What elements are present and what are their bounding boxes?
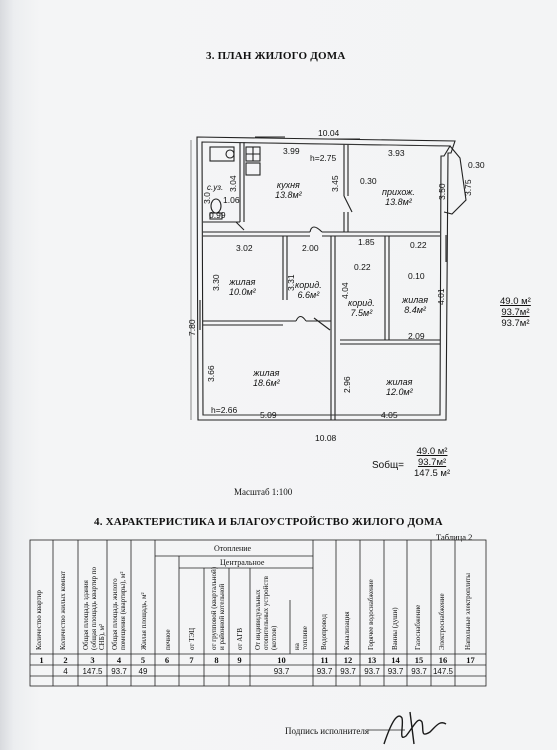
col-number: 12 (343, 655, 353, 665)
section-4-title: 4. ХАРАКТЕРИСТИКА И БЛАГОУСТРОЙСТВО ЖИЛО… (94, 516, 443, 528)
door-swing (309, 226, 323, 233)
col-number: 6 (164, 655, 170, 665)
cell-baths: 93.7 (387, 667, 404, 676)
cell-electricity: 147.5 (432, 667, 454, 676)
dim-bath-w3: 1.06 (223, 195, 240, 205)
room-living-10: жилая 10.0м² (229, 277, 256, 297)
col-number: 3 (90, 655, 95, 665)
room-name: кухня (276, 180, 300, 190)
area-building: 93.7м² (501, 318, 530, 329)
col-number: 15 (414, 655, 424, 665)
bath-wall (203, 142, 245, 223)
header-heating: Отопление (214, 544, 252, 553)
table-label: Таблица 2 (436, 532, 473, 542)
col-number: 14 (391, 655, 400, 665)
cell-hot-water: 93.7 (364, 667, 380, 676)
room-kitchen: кухня 13.8м² (275, 180, 302, 200)
col-number: 5 (140, 655, 146, 665)
total-area-total: 93.7м² (417, 457, 447, 468)
kitchen-hall-wall (343, 144, 349, 196)
room-name: жилая (402, 295, 429, 305)
total-area-living: 49.0 м² (416, 446, 448, 457)
cell-water: 93.7 (316, 667, 333, 676)
total-area-summary: 49.0 м² 93.7м² 147.5 м² (414, 446, 450, 479)
cell-individual: 93.7 (273, 667, 290, 676)
col-number: 10 (277, 655, 286, 665)
room-area: 12.0м² (386, 387, 413, 397)
room-name: жилая (229, 277, 256, 287)
room-area: 18.6м² (253, 378, 280, 388)
room-corridor-6-6: корид. 6.6м² (295, 280, 322, 300)
dim-room186-width: 5.09 (260, 410, 277, 420)
side-area-summary: 49.0 м² 93.7м² 93.7м² (500, 296, 531, 329)
room-area: 13.8м² (385, 197, 412, 207)
area-total: 93.7м² (501, 307, 530, 318)
col-number: 9 (237, 655, 242, 665)
mid-wall (203, 231, 440, 237)
area-living: 49.0 м² (500, 296, 531, 307)
room-hall: прихож. 13.8м² (382, 187, 415, 207)
dim-kitchen-width: 3.99 (283, 146, 300, 156)
room-name: жилая (253, 368, 280, 378)
dim-room10-width: 3.02 (236, 243, 253, 253)
section-3-title: 3. ПЛАН ЖИЛОГО ДОМА (206, 50, 346, 62)
dim-room12-width: 4.05 (381, 410, 398, 420)
dim-bottom-total: 10.08 (315, 433, 337, 443)
dim-room186-height: h=2.66 (211, 405, 238, 415)
room-living-18-6: жилая 18.6м² (253, 368, 280, 388)
col-number: 11 (320, 655, 329, 665)
room-area: 8.4м² (404, 305, 426, 315)
room-name: корид. (348, 298, 375, 308)
scale-label: Масштаб 1:100 (234, 487, 293, 497)
dim-corr2-width: 1.85 (358, 237, 375, 247)
room-corridor-7-5: корид. 7.5м² (348, 298, 375, 318)
col-number: 13 (367, 655, 377, 665)
dim-top-total: 10.04 (318, 128, 340, 138)
outer-wall (196, 136, 456, 421)
room-bath: с.уз. (207, 183, 223, 193)
room-area: 13.8м² (275, 190, 302, 200)
dim-small-w2: 0.10 (408, 271, 425, 281)
col-number: 8 (214, 655, 219, 665)
room-name: жилая (386, 377, 413, 387)
cell-living-area: 49 (138, 667, 148, 676)
header-central: Центральное (220, 558, 265, 567)
room-area: 7.5м² (350, 308, 373, 318)
cell-gas: 93.7 (411, 667, 427, 676)
dim-hall-width: 3.93 (388, 148, 405, 158)
col-number: 7 (189, 655, 194, 665)
total-area-label: Sобщ= (372, 460, 405, 471)
room-area: 6.6м² (297, 290, 320, 300)
room-name: корид. (295, 280, 322, 290)
room-name: с.уз. (207, 183, 224, 192)
dim-small-w: 0.22 (410, 240, 427, 250)
dim-porch-depth: 0.30 (468, 160, 485, 170)
col-number: 4 (116, 655, 122, 665)
room-living-12: жилая 12.0м² (386, 377, 413, 397)
col-number: 16 (438, 655, 448, 665)
room-living-8-4: жилая 8.4м² (402, 295, 428, 315)
dim-corr2-inner: 0.22 (354, 262, 371, 272)
col-number: 1 (39, 655, 44, 665)
dim-kitchen-inner: 0.30 (360, 176, 377, 186)
dim-corr1-width: 2.00 (302, 243, 319, 253)
total-area-building: 147.5 м² (414, 468, 451, 479)
room-name: прихож. (382, 187, 415, 197)
cell-sewerage: 93.7 (340, 667, 356, 676)
dim-room84-width: 2.09 (408, 331, 425, 341)
cell-apartment-area: 93.7 (111, 667, 127, 676)
signature-label: Подпись исполнителя (285, 726, 369, 736)
room-area: 10.0м² (229, 287, 256, 297)
col-number: 2 (63, 655, 68, 665)
dim-bath-w2: 0.99 (209, 210, 226, 220)
cell-building-area: 147.5 (82, 667, 103, 676)
dim-ceiling-height: h=2.75 (310, 153, 337, 163)
cell-rooms: 4 (63, 667, 68, 676)
col-number: 17 (466, 655, 475, 665)
